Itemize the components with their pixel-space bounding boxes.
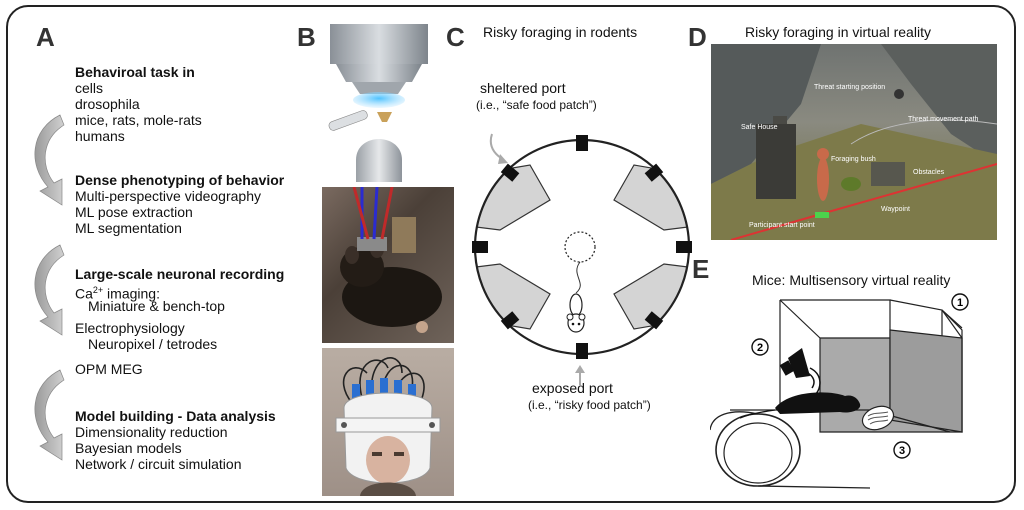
vr-label-obstacles: Obstacles (913, 169, 945, 176)
port-left (472, 241, 488, 253)
panel-d-title: Risky foraging in virtual reality (745, 24, 931, 40)
curved-arrow-icon (34, 114, 65, 206)
figure-frame (6, 5, 1016, 503)
panel-label-b: B (297, 22, 316, 52)
port-bottom (576, 343, 588, 359)
vr-label-start-point: Participant start point (749, 222, 815, 229)
human-opm-photo (322, 348, 454, 496)
port-nw (500, 163, 520, 182)
microscope-illustration (328, 24, 428, 182)
port-top (576, 135, 588, 151)
vr-environment-screenshot: Threat starting position Threat movement… (711, 44, 997, 240)
panel-a-arrows (34, 114, 65, 461)
curved-arrow-icon (34, 369, 65, 461)
panel-e-title: Mice: Multisensory virtual reality (752, 272, 951, 288)
mouse-silhouette-icon (775, 392, 861, 414)
marker-3: 3 (899, 445, 905, 457)
mouse-recording-photo (322, 187, 454, 343)
start-circle (564, 231, 596, 263)
port-right (676, 241, 692, 253)
list-item: cells (75, 80, 104, 96)
section-title-behavioral-task: Behaviroal task in (75, 64, 195, 80)
marker-2: 2 (757, 342, 763, 354)
panel-label-d: D (688, 22, 707, 52)
list-item: Neuropixel / tetrodes (88, 336, 218, 352)
vr-label-safe-house: Safe House (741, 124, 778, 131)
list-item: Miniature & bench-top (88, 298, 225, 314)
curved-arrow-icon (34, 244, 65, 336)
rodent-icon (566, 293, 586, 333)
list-item: Bayesian models (75, 440, 182, 456)
arena-diagram (472, 135, 692, 385)
list-item: ML pose extraction (75, 204, 193, 220)
list-item: Network / circuit simulation (75, 456, 242, 472)
mouse-vr-diagram: 1 2 3 (710, 293, 969, 489)
section-title-neuronal-recording: Large-scale neuronal recording (75, 266, 285, 282)
vr-label-waypoint: Waypoint (881, 206, 910, 213)
panel-label-a: A (36, 22, 55, 52)
list-item: Electrophysiology (75, 320, 185, 336)
list-item-ca-imaging: Ca2+ imaging: (75, 285, 160, 302)
list-item: ML segmentation (75, 220, 182, 236)
vr-label-foraging-bush: Foraging bush (831, 156, 876, 163)
marker-1: 1 (957, 297, 963, 309)
vr-label-threat-path: Threat movement path (908, 116, 979, 123)
exposed-port-label: exposed port (532, 380, 613, 396)
section-title-model-building: Model building - Data analysis (75, 408, 276, 424)
vr-label-threat-position: Threat starting position (814, 84, 886, 91)
port-se (644, 311, 664, 330)
port-ne (644, 163, 664, 182)
list-item: mice, rats, mole-rats (75, 112, 202, 128)
panel-label-e: E (692, 254, 710, 284)
exposed-port-sublabel: (i.e., “risky food patch”) (528, 398, 651, 412)
speaker-icon (779, 348, 810, 378)
sheltered-port-sublabel: (i.e., “safe food patch”) (476, 98, 597, 112)
sheltered-arrow-icon (489, 133, 508, 164)
list-item: Multi-perspective videography (75, 188, 261, 204)
list-item: drosophila (75, 96, 140, 112)
list-item: humans (75, 128, 125, 144)
list-item: Dimensionality reduction (75, 424, 228, 440)
sheltered-port-label: sheltered port (480, 80, 566, 96)
list-item: OPM MEG (75, 361, 143, 377)
section-title-phenotyping: Dense phenotyping of behavior (75, 172, 285, 188)
port-sw (500, 311, 520, 330)
panel-label-c: C (446, 22, 465, 52)
panel-c-title: Risky foraging in rodents (483, 24, 638, 40)
